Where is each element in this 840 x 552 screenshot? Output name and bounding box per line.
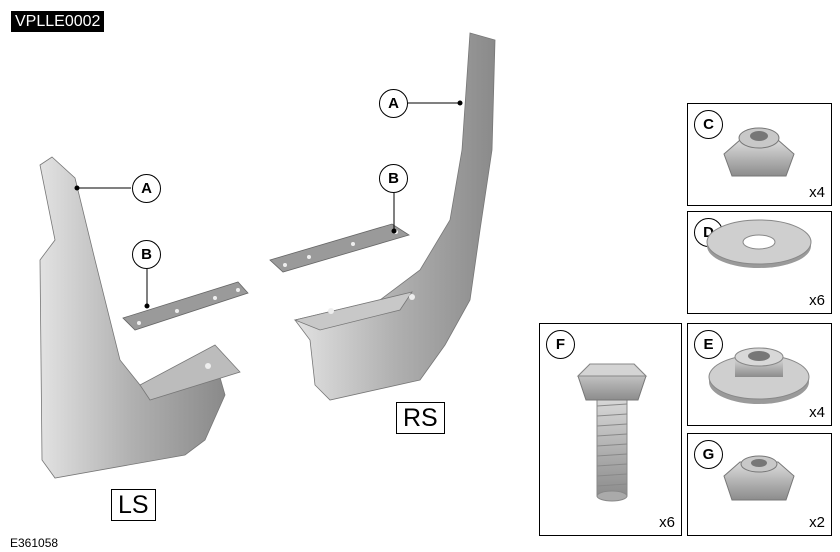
callout-c: C bbox=[694, 110, 723, 139]
quantity-f: x6 bbox=[659, 514, 675, 531]
hex-bolt-icon bbox=[576, 363, 648, 502]
quantity-c: x4 bbox=[809, 184, 825, 201]
flange-nut-icon bbox=[723, 127, 795, 177]
side-label-rs: RS bbox=[396, 402, 445, 434]
ls-bracket bbox=[122, 281, 249, 331]
part-box-c: C x4 bbox=[687, 103, 832, 206]
quantity-g: x2 bbox=[809, 514, 825, 531]
washer-icon bbox=[706, 219, 812, 268]
side-label-ls: LS bbox=[111, 489, 156, 521]
rs-bracket bbox=[269, 223, 410, 273]
callout-g: G bbox=[694, 440, 723, 469]
callout-a-ls: A bbox=[132, 174, 161, 203]
callout-f: F bbox=[546, 330, 575, 359]
ls-mudflap bbox=[39, 156, 241, 479]
part-box-e: E x4 bbox=[687, 323, 832, 426]
callout-e: E bbox=[694, 330, 723, 359]
image-code: E361058 bbox=[10, 536, 59, 550]
quantity-d: x6 bbox=[809, 292, 825, 309]
part-box-g: G x2 bbox=[687, 433, 832, 536]
quantity-e: x4 bbox=[809, 404, 825, 421]
part-box-f: F x6 bbox=[539, 323, 682, 536]
figure-code: VPLLE0002 bbox=[11, 11, 105, 32]
leader-lines bbox=[74, 100, 463, 309]
part-box-d: D x6 bbox=[687, 211, 832, 314]
flanged-spacer-icon bbox=[708, 347, 810, 404]
callout-b-rs: B bbox=[379, 164, 408, 193]
nut-icon bbox=[723, 455, 795, 501]
rs-mudflap bbox=[293, 32, 496, 401]
callout-b-ls: B bbox=[132, 240, 161, 269]
callout-a-rs: A bbox=[379, 89, 408, 118]
